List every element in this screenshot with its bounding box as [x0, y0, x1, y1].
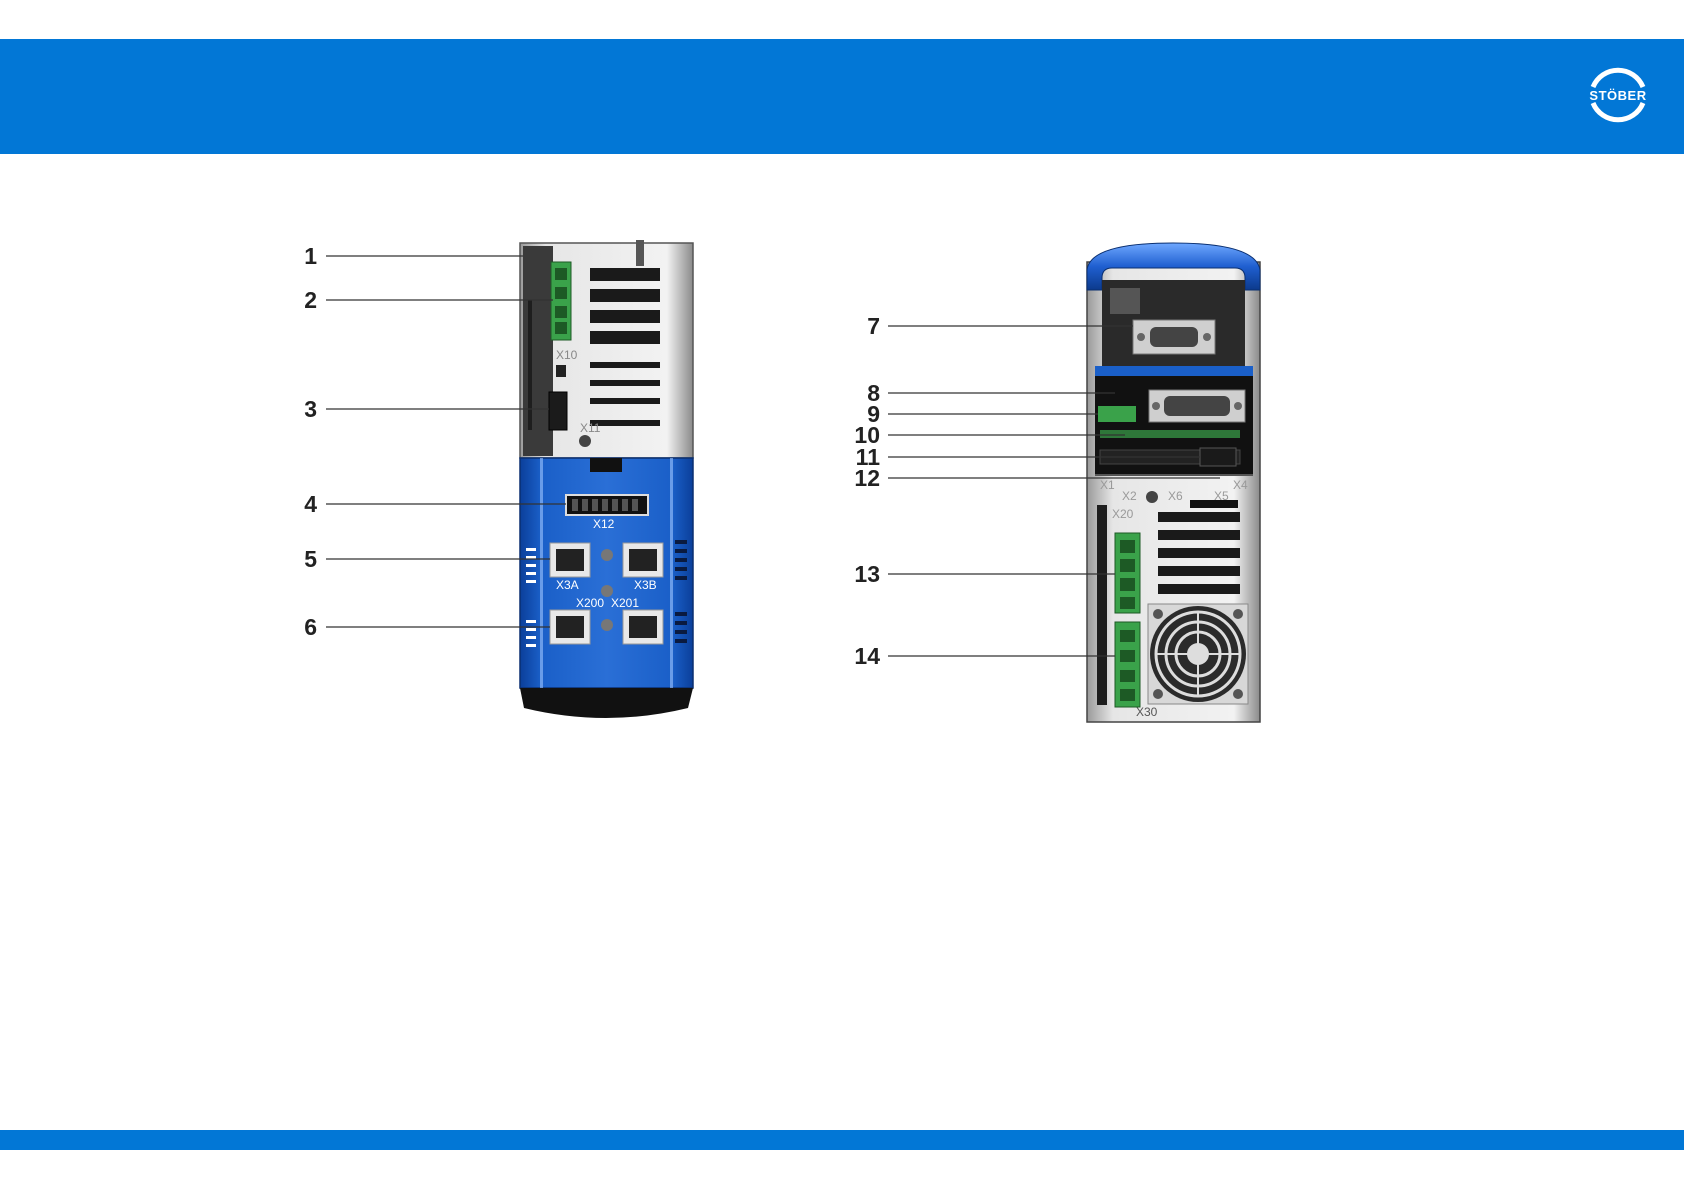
callout-number-12: 12: [854, 465, 880, 491]
label-x201: X201: [611, 596, 639, 610]
front-view-device: X10 X11 X12: [520, 240, 693, 718]
callout-number-14: 14: [854, 643, 880, 669]
front-latch: [590, 458, 622, 472]
screw-icon: [601, 619, 613, 631]
dsub-9-connector: [1133, 320, 1215, 354]
label-x200: X200: [576, 596, 604, 610]
label-x1: X1: [1100, 478, 1115, 492]
screw-top-icon: [636, 240, 644, 266]
callout-number-5: 5: [304, 546, 317, 572]
callout-number-2: 2: [304, 287, 317, 313]
screw-icon: [1146, 491, 1158, 503]
screw-icon: [601, 549, 613, 561]
top-view-device: X1 X2 X6 X5 X4 X20: [1087, 243, 1260, 722]
x3b-rj45-port: [623, 543, 663, 577]
small-terminal-block: [1098, 406, 1136, 422]
label-x30: X30: [1136, 705, 1158, 719]
top-blue-band: [1095, 366, 1253, 376]
label-x20: X20: [1112, 507, 1134, 521]
label-x11: X11: [580, 421, 601, 435]
callout-number-7: 7: [867, 313, 880, 339]
label-x3a: X3A: [556, 578, 579, 592]
screw-x11-icon: [579, 435, 591, 447]
callout-number-3: 3: [304, 396, 317, 422]
dsub-15-connector: [1149, 390, 1245, 422]
x3a-rj45-port: [550, 543, 590, 577]
label-x6: X6: [1168, 489, 1183, 503]
callout-number-1: 1: [304, 243, 317, 269]
label-x2: X2: [1122, 489, 1137, 503]
label-x12: X12: [593, 517, 615, 531]
front-blue-housing: [520, 458, 693, 688]
front-bottom-base: [520, 688, 693, 718]
x200-rj45-port: [550, 610, 590, 644]
fan-icon: [1148, 604, 1248, 704]
x201-rj45-port: [623, 610, 663, 644]
callout-number-4: 4: [304, 491, 317, 517]
label-x3b: X3B: [634, 578, 657, 592]
label-x10: X10: [556, 348, 578, 362]
callout-number-6: 6: [304, 614, 317, 640]
x11-connector: [549, 392, 567, 430]
callout-number-13: 13: [854, 561, 880, 587]
label-x4: X4: [1233, 478, 1248, 492]
